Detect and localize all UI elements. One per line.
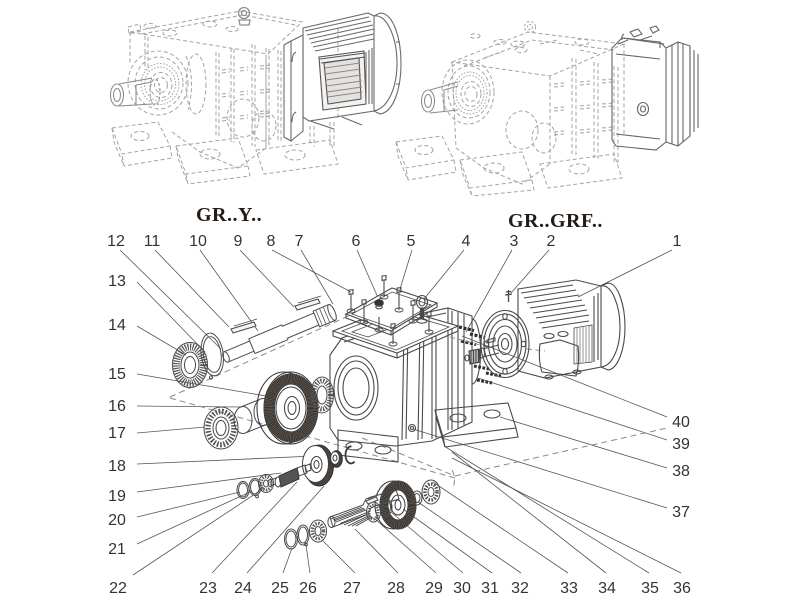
svg-text:4: 4 <box>462 233 471 250</box>
svg-text:26: 26 <box>299 580 317 597</box>
svg-text:40: 40 <box>672 414 690 431</box>
svg-text:22: 22 <box>109 580 127 597</box>
svg-text:9: 9 <box>234 233 243 250</box>
svg-text:35: 35 <box>641 580 659 597</box>
svg-text:14: 14 <box>108 317 126 334</box>
svg-text:GR..Y..: GR..Y.. <box>196 204 262 226</box>
svg-text:28: 28 <box>387 580 405 597</box>
svg-text:15: 15 <box>108 366 126 383</box>
svg-text:3: 3 <box>510 233 519 250</box>
svg-text:29: 29 <box>425 580 443 597</box>
svg-text:21: 21 <box>108 541 126 558</box>
svg-text:GR..GRF..: GR..GRF.. <box>508 210 603 232</box>
svg-text:2: 2 <box>547 233 556 250</box>
svg-text:8: 8 <box>267 233 276 250</box>
svg-text:18: 18 <box>108 458 126 475</box>
svg-text:32: 32 <box>511 580 529 597</box>
svg-text:16: 16 <box>108 398 126 415</box>
svg-text:12: 12 <box>107 233 125 250</box>
svg-text:36: 36 <box>673 580 691 597</box>
svg-text:19: 19 <box>108 488 126 505</box>
svg-text:24: 24 <box>234 580 252 597</box>
svg-text:23: 23 <box>199 580 217 597</box>
svg-text:33: 33 <box>560 580 578 597</box>
svg-text:11: 11 <box>144 233 161 250</box>
svg-text:17: 17 <box>108 425 126 442</box>
svg-text:37: 37 <box>672 504 690 521</box>
svg-text:1: 1 <box>673 233 682 250</box>
svg-text:34: 34 <box>598 580 616 597</box>
svg-text:38: 38 <box>672 463 690 480</box>
svg-text:10: 10 <box>189 233 207 250</box>
svg-text:20: 20 <box>108 512 126 529</box>
svg-text:25: 25 <box>271 580 289 597</box>
svg-text:31: 31 <box>481 580 499 597</box>
svg-text:7: 7 <box>295 233 304 250</box>
svg-text:13: 13 <box>108 273 126 290</box>
svg-text:39: 39 <box>672 436 690 453</box>
svg-text:27: 27 <box>343 580 361 597</box>
svg-text:30: 30 <box>453 580 471 597</box>
svg-text:5: 5 <box>407 233 416 250</box>
svg-text:6: 6 <box>352 233 361 250</box>
